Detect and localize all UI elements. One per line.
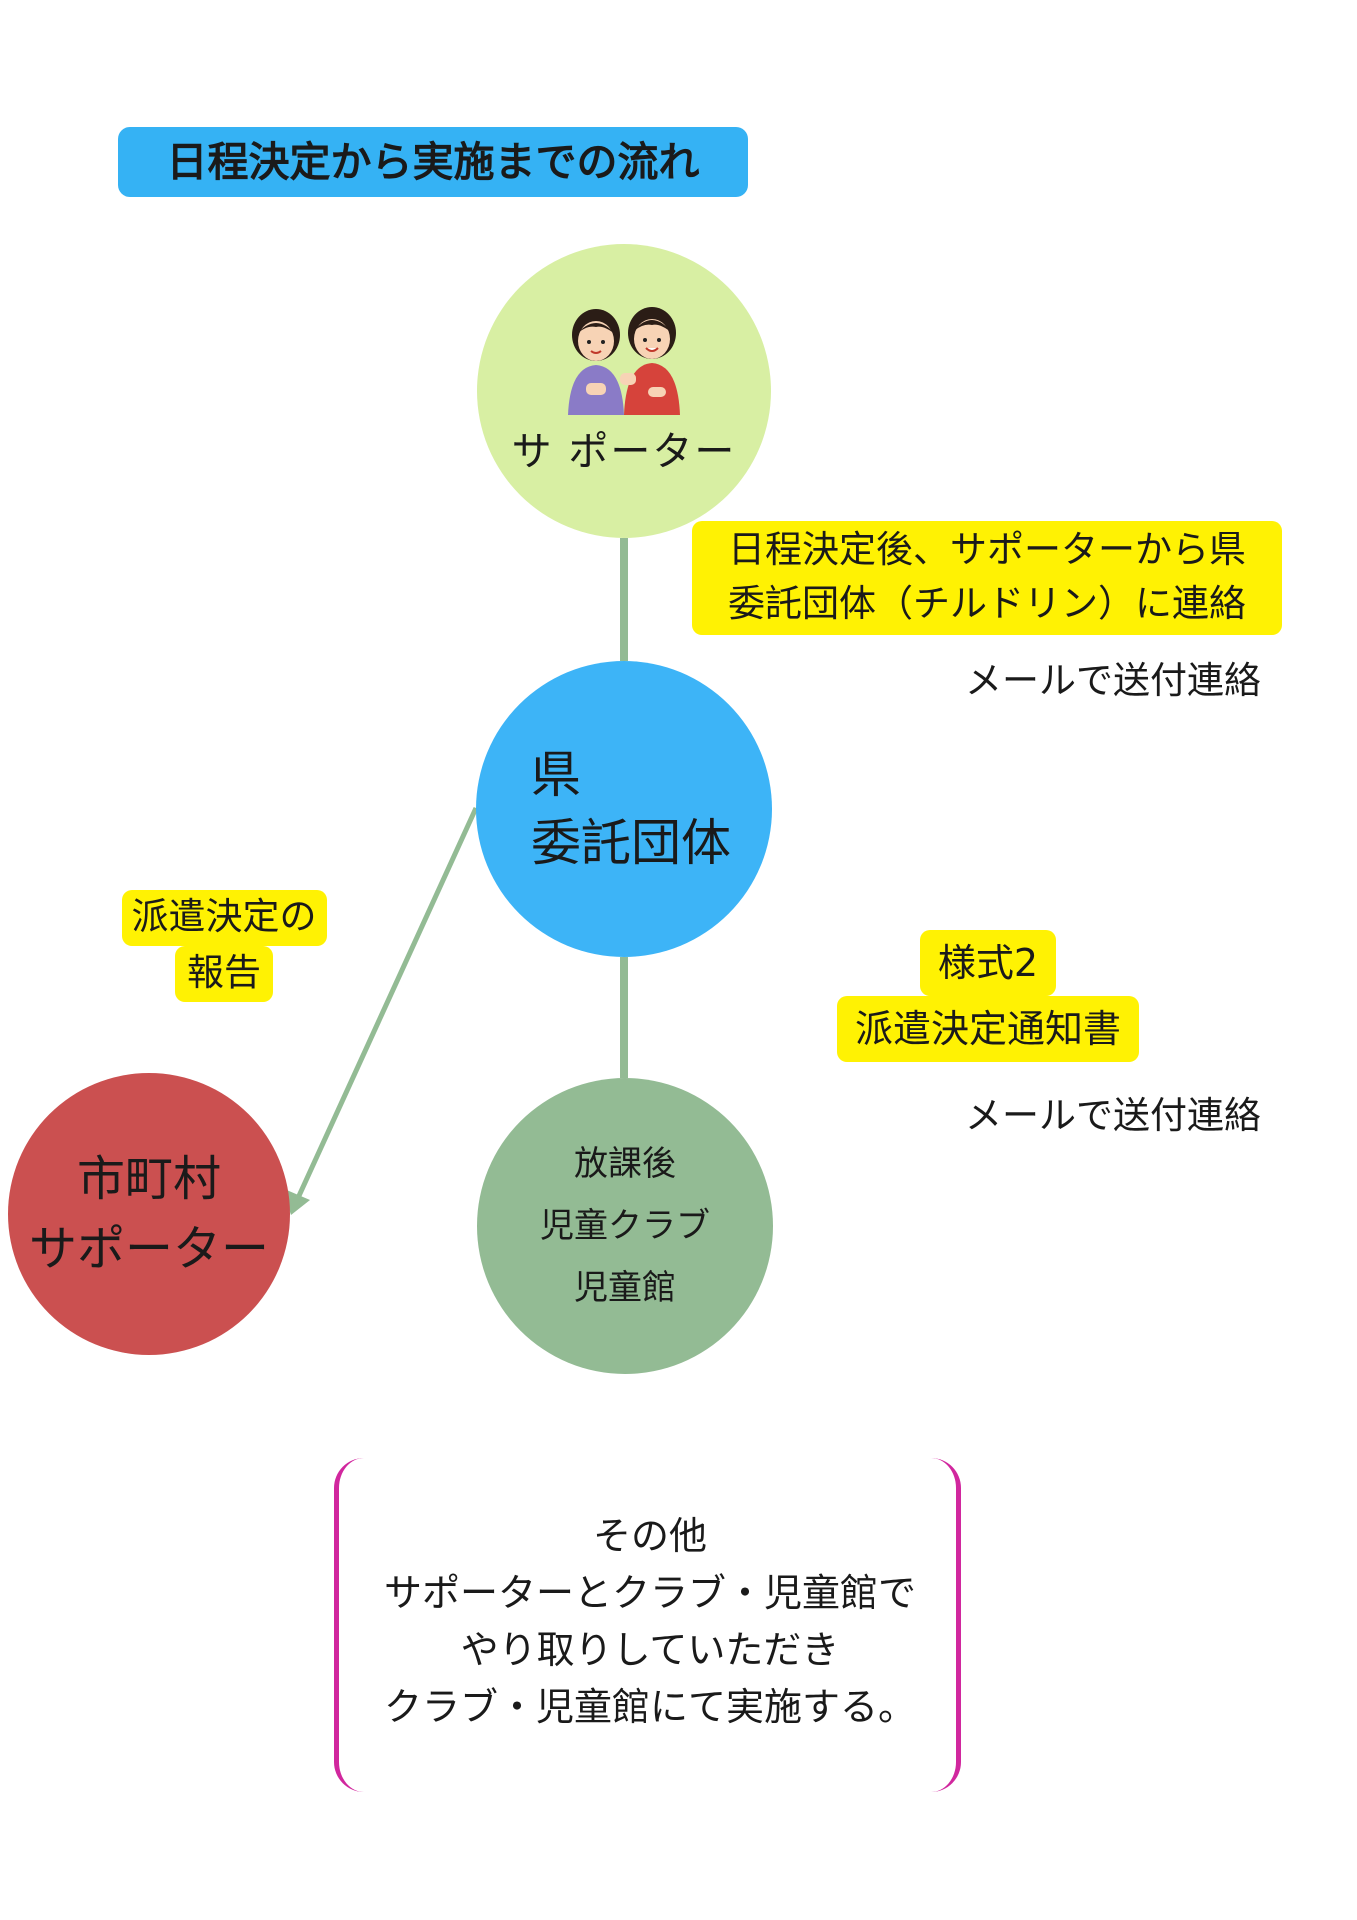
- municipality-line1: 市町村: [76, 1151, 221, 1207]
- mail-note-1: メールで送付連絡: [965, 659, 1261, 702]
- municipality-line2: サポーター: [28, 1221, 269, 1277]
- club-line3: 児童館: [574, 1268, 676, 1308]
- contact-note: 日程決定後、サポーターから県 委託団体（チルドリン）に連絡: [692, 521, 1282, 635]
- report-note: 派遣決定の 報告: [108, 890, 340, 1002]
- municipality-node: 市町村 サポーター: [8, 1073, 290, 1355]
- prefecture-line2: 委託団体: [531, 814, 731, 872]
- form-note-line1: 様式2: [919, 930, 1057, 996]
- club-line2: 児童クラブ: [540, 1206, 710, 1246]
- other-line2: サポーターとクラブ・児童館で: [383, 1571, 916, 1615]
- contact-note-line2: 委託団体（チルドリン）に連絡: [728, 582, 1246, 625]
- report-note-line2: 報告: [175, 946, 273, 1002]
- page-title: 日程決定から実施までの流れ: [118, 127, 748, 197]
- mail-note-2: メールで送付連絡: [965, 1094, 1261, 1137]
- other-line1: その他: [592, 1514, 707, 1558]
- supporter-label: サ ポーター: [511, 429, 737, 475]
- arrow-prefecture-municipality: [295, 806, 479, 1200]
- bracket-left: [334, 1458, 365, 1792]
- form-note: 様式2 派遣決定通知書: [818, 930, 1158, 1070]
- club-line1: 放課後: [574, 1144, 676, 1184]
- club-node: 放課後 児童クラブ 児童館: [477, 1078, 773, 1374]
- bracket-right: [930, 1458, 961, 1792]
- supporter-node: サ ポーター: [477, 244, 771, 538]
- report-note-line1: 派遣決定の: [121, 890, 327, 946]
- prefecture-line1: 県: [531, 746, 581, 804]
- prefecture-node: 県 委託団体: [476, 661, 772, 957]
- contact-note-line1: 日程決定後、サポーターから県: [728, 528, 1246, 571]
- other-line4: クラブ・児童館にて実施する。: [383, 1685, 916, 1729]
- other-line3: やり取りしていただき: [460, 1628, 840, 1672]
- other-note: その他 サポーターとクラブ・児童館で やり取りしていただき クラブ・児童館にて実…: [360, 1508, 940, 1736]
- form-note-line2: 派遣決定通知書: [836, 996, 1139, 1062]
- supporters-illustration-icon: [568, 307, 680, 415]
